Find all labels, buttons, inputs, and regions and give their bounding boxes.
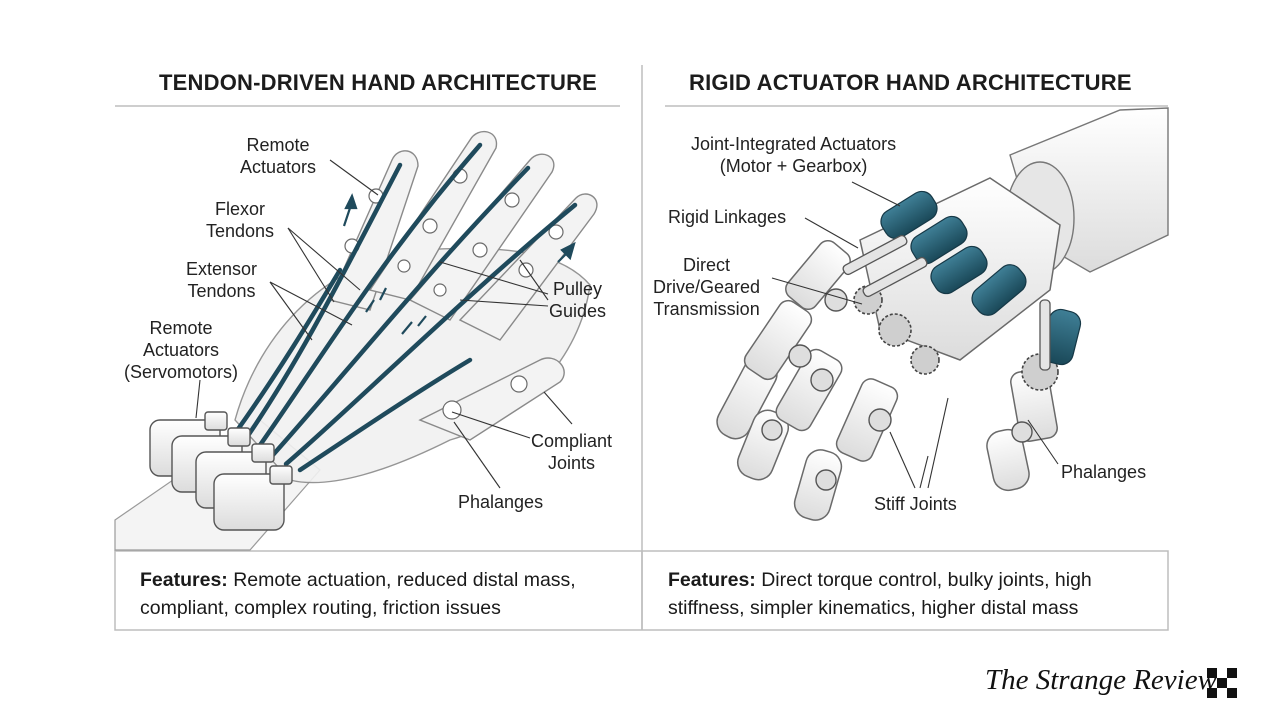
brand-name: The Strange Review — [985, 664, 1217, 696]
left-features: Features: Remote actuation, reduced dist… — [140, 566, 630, 622]
checker-logo-icon — [1207, 668, 1237, 698]
rigid-linkages — [842, 234, 1051, 371]
right-features: Features: Direct torque control, bulky j… — [668, 566, 1158, 622]
label-stiff-joints: Stiff Joints — [874, 494, 957, 514]
right-panel-title: RIGID ACTUATOR HAND ARCHITECTURE — [689, 70, 1132, 95]
right-features-label: Features: — [668, 569, 756, 591]
tendons — [233, 142, 578, 473]
label-extensor-tendons: Extensor Tendons — [186, 259, 258, 301]
frame — [114, 65, 1169, 631]
left-features-text: Remote actuation, reduced distal mass, c… — [140, 569, 576, 619]
right-features-text: Direct torque control, bulky joints, hig… — [668, 569, 1092, 619]
left-panel-title: TENDON-DRIVEN HAND ARCHITECTURE — [159, 70, 598, 95]
label-direct-drive-transmission: Direct Drive/Geared Transmission — [653, 255, 761, 319]
label-remote-actuators: Remote Actuators — [240, 135, 317, 177]
joint-integrated-motors — [880, 190, 1082, 366]
left-leader-lines — [195, 159, 573, 489]
label-remote-actuators-servomotors: Remote Actuators (Servomotors) — [124, 318, 239, 382]
label-phalanges-right: Phalanges — [1061, 462, 1147, 482]
label-rigid-linkages: Rigid Linkages — [668, 207, 787, 227]
label-flexor-tendons: Flexor Tendons — [206, 199, 275, 241]
servomotor-pack — [149, 411, 293, 531]
label-pulley-guides: Pulley Guides — [549, 279, 607, 321]
direction-arrows — [342, 193, 576, 335]
right-leader-lines — [771, 181, 1059, 489]
label-phalanges-left: Phalanges — [458, 492, 544, 512]
label-joint-integrated-actuators: Joint-Integrated Actuators (Motor + Gear… — [691, 134, 897, 176]
label-compliant-joints: Compliant Joints — [531, 431, 613, 473]
rigid-hand-illustration — [716, 107, 1169, 521]
tendon-hand-illustration — [114, 130, 598, 551]
left-features-label: Features: — [140, 569, 228, 591]
